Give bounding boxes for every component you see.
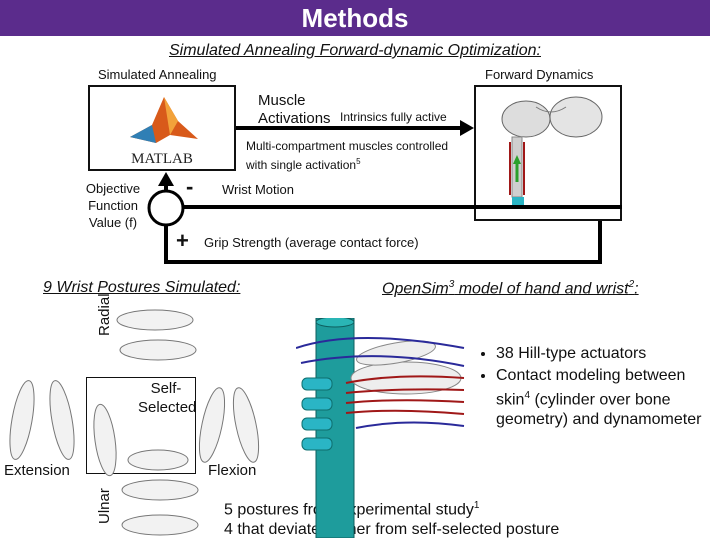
- matlab-box: MATLAB: [88, 85, 236, 171]
- hand-model-icon: [296, 318, 465, 538]
- hand-postures-icon: [9, 309, 260, 536]
- model-bullets: 38 Hill-type actuators Contact modeling …: [478, 344, 703, 432]
- model-title: OpenSim3 model of hand and wrist2:: [382, 279, 639, 298]
- postures-note-2: 4 that deviate farther from self-selecte…: [224, 521, 560, 538]
- objective-label: Objective Function Value (f): [85, 181, 141, 230]
- arm-model-icon: [501, 96, 603, 207]
- matlab-logo-text: MATLAB: [131, 151, 193, 167]
- postures-title: 9 Wrist Postures Simulated:: [43, 279, 241, 296]
- radial-label: Radial: [96, 293, 113, 336]
- extension-label: Extension: [4, 462, 70, 479]
- forward-dynamics-label: Forward Dynamics: [485, 67, 594, 82]
- muscle-activations-label: Muscle Activations: [258, 92, 331, 127]
- forward-dynamics-box: [474, 85, 622, 221]
- wrist-motion-label: Wrist Motion: [222, 182, 294, 197]
- minus-sign: -: [186, 174, 194, 199]
- self-selected-label: Self-Selected: [138, 380, 197, 416]
- optimization-title: Simulated Annealing Forward-dynamic Opti…: [168, 42, 541, 59]
- plus-sign: +: [176, 228, 189, 253]
- bullet-contact: Contact modeling between skin4 (cylinder…: [496, 366, 703, 430]
- bullet-actuators: 38 Hill-type actuators: [496, 344, 703, 364]
- simulated-annealing-label: Simulated Annealing: [98, 67, 217, 82]
- matlab-logo-icon: MATLAB: [130, 97, 198, 167]
- flexion-label: Flexion: [208, 462, 257, 479]
- multi-compartment-label: Multi-compartment muscles controlled wit…: [246, 139, 449, 172]
- methods-banner: Methods: [0, 0, 710, 36]
- ulnar-label: Ulnar: [96, 488, 113, 524]
- intrinsics-label: Intrinsics fully active: [340, 110, 447, 124]
- grip-strength-label: Grip Strength (average contact force): [204, 235, 419, 250]
